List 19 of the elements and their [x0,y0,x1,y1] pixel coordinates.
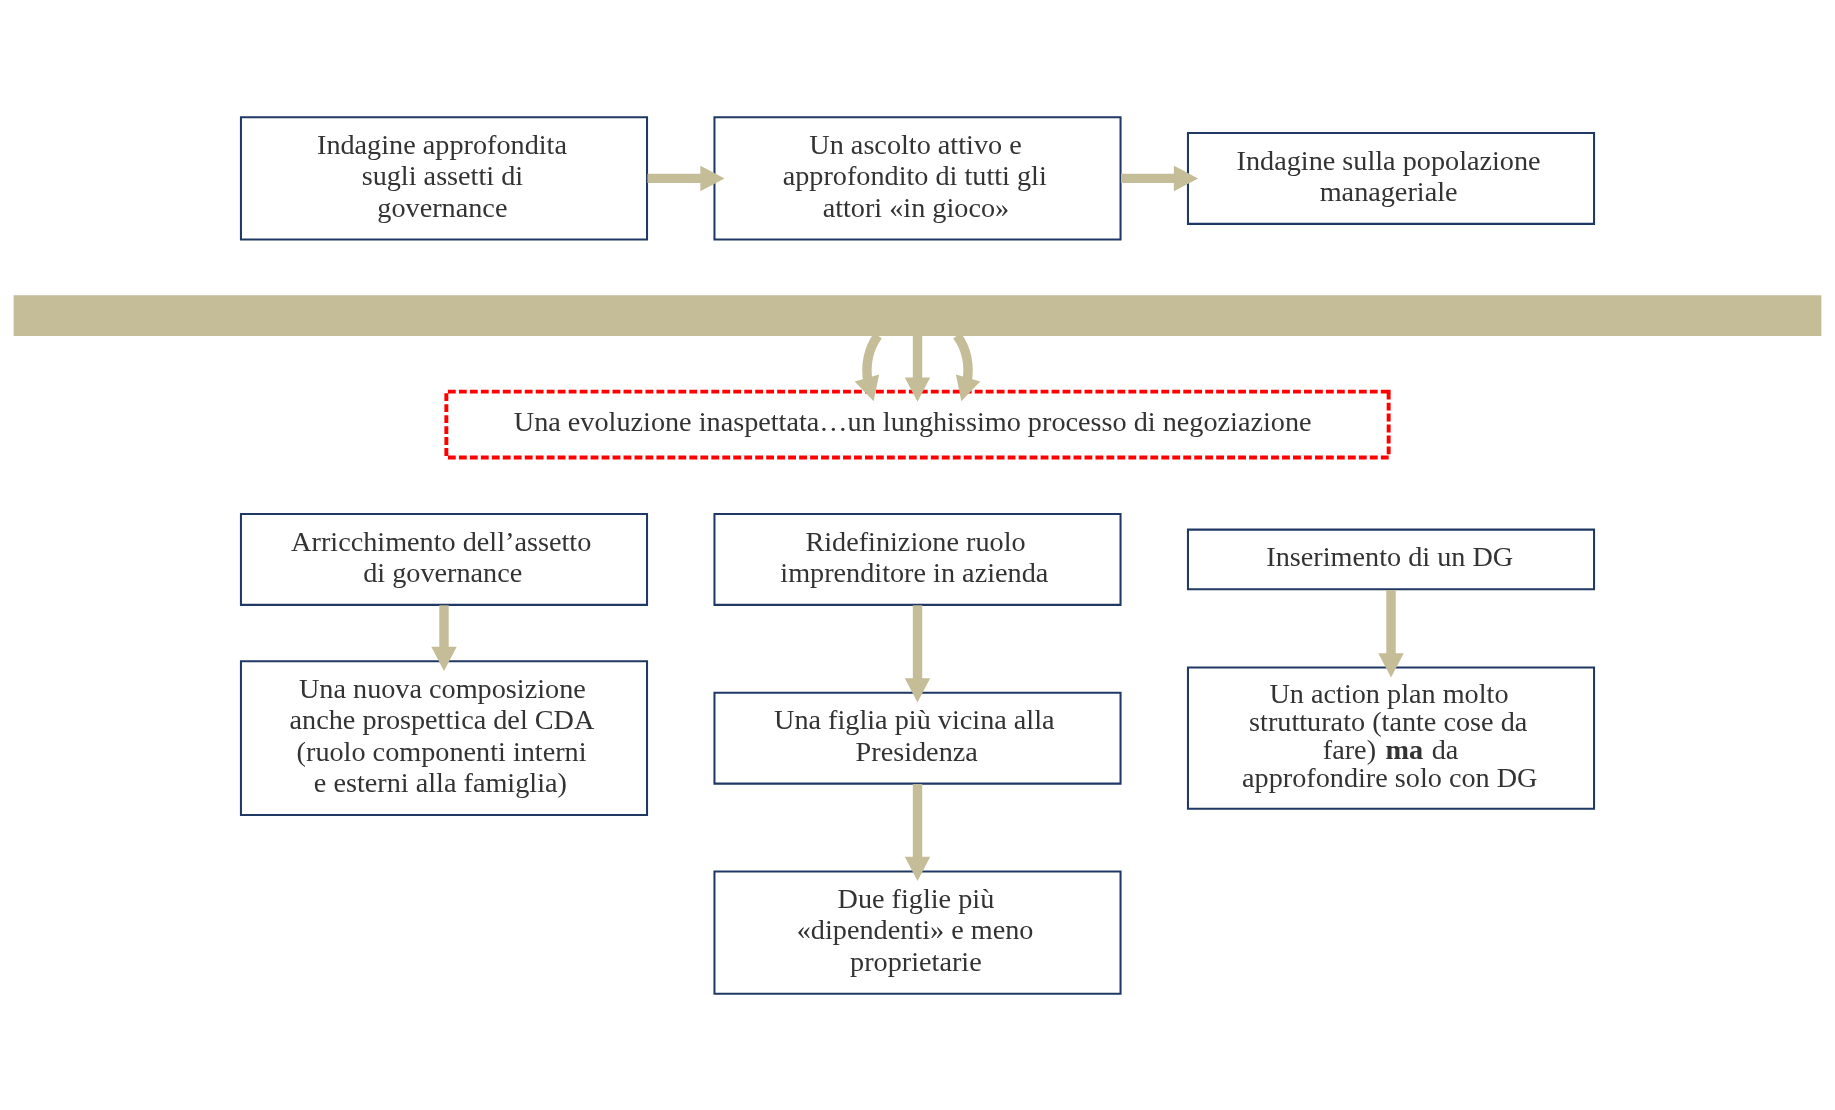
node-box: Due figlie più «dipendenti» e meno proprietarie [713,869,1122,995]
node-box: Arricchimento dell’assetto di governance [239,512,649,606]
arrow [904,783,931,881]
node-box: Un action plan molto strutturato (tante cose da fare) ma da approfondire solo con DG [1186,666,1596,810]
node-box: Inserimento di un DG [1186,528,1596,590]
node-box: Un ascolto attivo e approfondito di tutti gli attori «in gioco» [713,115,1122,241]
arrow [904,604,931,702]
node-box: Indagine sulla popolazione manageriale [1186,131,1596,225]
arrow [904,335,931,402]
node-box: Una evoluzione inaspettata…un lunghissimo processo di negoziazione [444,389,1391,459]
arrow [1120,165,1199,191]
node-box: Una nuova composizione anche prospettica del CDA (ruolo componenti interni e esterni alla famiglia) [239,659,649,816]
node-box: Indagine approfondita sugli assetti di governance [239,115,649,241]
arrow [431,604,457,671]
node-box: Ridefinizione ruolo imprenditore in azienda [713,512,1122,606]
node-box: Una figlia più vicina alla Presidenza [713,691,1122,785]
arrow [1378,589,1404,677]
arrow [647,165,725,191]
node-bar [13,294,1822,336]
